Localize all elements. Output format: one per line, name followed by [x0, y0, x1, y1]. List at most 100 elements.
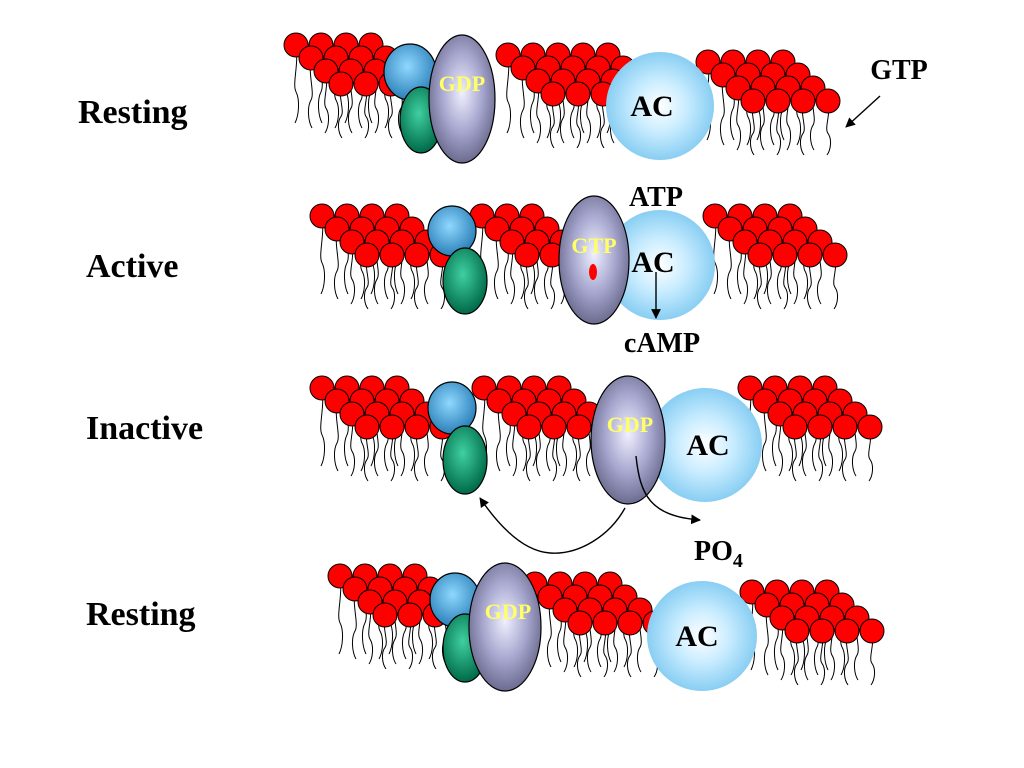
lipid-tail [352, 588, 357, 660]
camp-label: cAMP [624, 328, 700, 359]
ac-enzyme [648, 388, 762, 502]
reassociation-arrow [479, 497, 626, 554]
lipid-tail [308, 57, 313, 129]
phosphate-subscript: 4 [733, 550, 743, 572]
ac-label: AC [675, 620, 718, 653]
lipid-head [782, 414, 808, 440]
membrane-inactive [309, 375, 883, 482]
alpha-subunit-inactive: GDP [590, 375, 666, 505]
lipid-tail [520, 67, 525, 139]
lipid-head [404, 414, 430, 440]
lipid-head [747, 242, 773, 268]
adenylyl-cyclase-inactive: AC [648, 388, 762, 502]
ac-label: AC [686, 429, 729, 462]
lipid-tail [320, 215, 325, 295]
alpha-subunit [428, 34, 496, 164]
lipid-tail [350, 413, 355, 477]
lipid-head [815, 88, 841, 114]
membrane-resting-bottom [327, 563, 885, 686]
lipid-tail [536, 80, 541, 144]
alpha-subunit [590, 375, 666, 505]
ac-label: AC [631, 246, 674, 279]
lipid-head [514, 242, 540, 268]
lipid-tail [512, 413, 517, 477]
lipid-head [832, 414, 858, 440]
atp-label: ATP [629, 182, 683, 213]
gtp-bound-label: GTP [571, 233, 616, 258]
gdp-label: GDP [439, 71, 485, 96]
lipid-head [784, 618, 810, 644]
label-resting-bottom: Resting [86, 596, 196, 633]
lipid-tail [563, 609, 568, 673]
g-protein-resting-top: GDP [383, 34, 496, 164]
lipid-tail [727, 228, 732, 300]
phosphate-label: PO4 [694, 536, 743, 572]
lipid-head [740, 88, 766, 114]
ac-label: AC [630, 90, 673, 123]
lipid-head [372, 602, 398, 628]
lipid-tail [506, 54, 511, 134]
lipid-tail [547, 596, 552, 668]
lipid-head [541, 414, 567, 440]
lipid-head [859, 618, 885, 644]
beta-gamma-inactive [427, 381, 488, 495]
lipid-tail [338, 575, 343, 655]
lipid-tail [780, 617, 785, 681]
lipid-tail [334, 400, 339, 472]
lipid-head [807, 414, 833, 440]
lipid-tail [713, 215, 718, 295]
lipid-head [540, 81, 566, 107]
lipid-head [404, 242, 430, 268]
lipid-head [772, 242, 798, 268]
label-active: Active [86, 248, 179, 285]
ac-enzyme [606, 52, 714, 160]
gamma-subunit [442, 247, 488, 315]
lipid-head [617, 610, 643, 636]
ac-enzyme [605, 210, 715, 320]
lipid-head [353, 71, 379, 97]
lipid-tail [510, 241, 515, 305]
lipid-tail [496, 400, 501, 472]
gtp-arrow [845, 95, 881, 128]
lipid-tail [736, 87, 741, 151]
membrane-resting-top [283, 32, 841, 156]
gamma-subunit [442, 425, 488, 495]
lipid-tail [778, 413, 783, 477]
lipid-tail [294, 44, 299, 124]
lipid-head [809, 618, 835, 644]
beta-gamma-active [427, 205, 488, 315]
alpha-subunit-active: GTP [558, 195, 630, 325]
lipid-head [354, 414, 380, 440]
lipid-head [516, 414, 542, 440]
lipid-tail [334, 228, 339, 300]
g-protein-resting-bottom: GDP [429, 562, 542, 692]
lipid-head [328, 71, 354, 97]
alpha-subunit [468, 562, 542, 692]
lipid-tail [743, 241, 748, 305]
gtp-free-label: GTP [870, 55, 928, 86]
label-inactive: Inactive [86, 410, 204, 447]
lipid-head [797, 242, 823, 268]
adenylyl-cyclase-active: AC [605, 210, 715, 320]
lipid-tail [320, 387, 325, 467]
phosphate-release-arrow [635, 455, 701, 525]
label-resting-top: Resting [78, 94, 188, 131]
lipid-head [592, 610, 618, 636]
alpha-subunit [558, 195, 630, 325]
lipid-tail [324, 70, 329, 134]
lipid-head [354, 242, 380, 268]
lipid-head [822, 242, 848, 268]
lipid-tail [368, 601, 373, 665]
gdp-label: GDP [607, 412, 653, 437]
lipid-head [397, 602, 423, 628]
lipid-head [565, 81, 591, 107]
lipid-tail [720, 74, 725, 146]
lipid-tail [762, 400, 767, 472]
lipid-head [834, 618, 860, 644]
adenylyl-cyclase-resting-bottom: AC [647, 581, 757, 691]
lipid-head [379, 414, 405, 440]
lipid-head [567, 610, 593, 636]
adenylyl-cyclase-resting-top: AC [606, 52, 714, 160]
lipid-head [857, 414, 883, 440]
